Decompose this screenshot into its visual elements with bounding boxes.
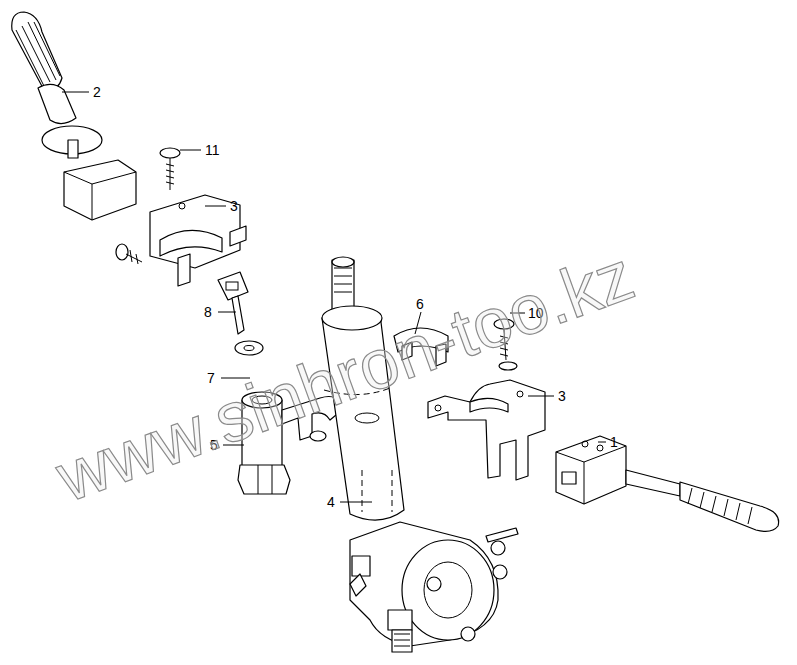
- callout-number: 7: [207, 371, 215, 385]
- screw: [116, 244, 142, 264]
- bracket: [150, 195, 246, 286]
- key: [218, 272, 248, 334]
- callout-number: 2: [93, 85, 101, 99]
- callout-number: 1: [610, 435, 618, 449]
- callout-number: 8: [204, 305, 212, 319]
- callout-number: 6: [416, 297, 424, 311]
- callout-number: 11: [205, 143, 220, 157]
- callout-number: 4: [327, 495, 335, 509]
- left-stalk-switch: [12, 12, 136, 220]
- callout-number: 3: [558, 389, 566, 403]
- callout-number: 3: [230, 199, 238, 213]
- bracket: [428, 380, 545, 480]
- right-stalk-switch: [556, 436, 779, 531]
- screw: [160, 148, 180, 190]
- washer: [235, 341, 263, 355]
